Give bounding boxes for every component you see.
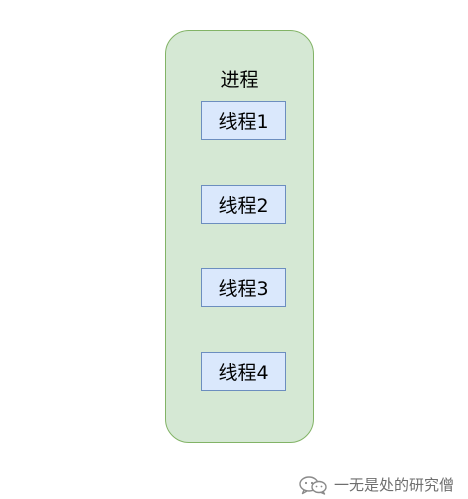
thread-label-1: 线程1: [218, 111, 269, 133]
thread-box-1: 线程1: [201, 101, 286, 140]
thread-box-2: 线程2: [201, 185, 286, 224]
thread-label-3: 线程3: [218, 278, 269, 300]
process-label: 进程: [220, 69, 259, 91]
watermark: 一无是处的研究僧: [298, 474, 454, 495]
watermark-text: 一无是处的研究僧: [334, 476, 455, 494]
thread-label-4: 线程4: [218, 362, 269, 384]
wechat-icon: [299, 475, 327, 495]
thread-box-4: 线程4: [201, 352, 286, 391]
thread-label-2: 线程2: [218, 195, 269, 217]
process-container: 进程 线程1 线程2 线程3 线程4: [165, 30, 314, 443]
thread-box-3: 线程3: [201, 268, 286, 307]
